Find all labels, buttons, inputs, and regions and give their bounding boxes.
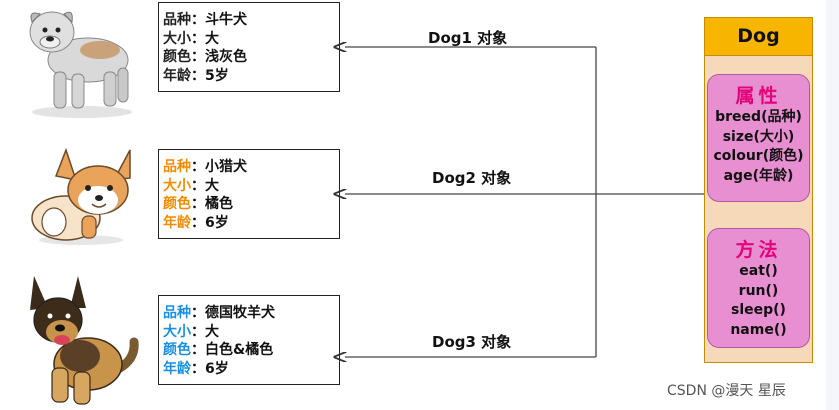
- size-key: 大小: [163, 323, 191, 340]
- dog1-age-row: 年龄：5岁: [163, 67, 339, 86]
- dog1-info-box: 品种：斗牛犬 大小：大 颜色：浅灰色 年龄：5岁: [158, 2, 340, 92]
- methods-section: 方法 eat() run() sleep() name(): [707, 228, 810, 348]
- dog1-breed-row: 品种：斗牛犬: [163, 11, 339, 30]
- breed-value: ：小猎犬: [191, 159, 247, 175]
- attributes-section: 属性 breed(品种) size(大小) colour(颜色) age(年龄): [707, 74, 810, 202]
- method-item: name(): [730, 321, 787, 338]
- dog1-object-label: Dog1 对象: [428, 29, 508, 47]
- age-key: 年龄: [163, 360, 191, 377]
- watermark: CSDN @漫天 星辰: [667, 383, 786, 399]
- size-value: ：大: [191, 30, 219, 47]
- method-item: run(): [738, 282, 779, 299]
- dog2-info-box: 品种：小猎犬 大小：大 颜色：橘色 年龄：6岁: [158, 149, 340, 239]
- attribute-item: age(年龄): [723, 167, 794, 184]
- age-key: 年龄: [163, 67, 191, 84]
- size-value: ：大: [191, 323, 219, 340]
- dog2-breed-row: 品种：小猎犬: [163, 158, 339, 177]
- dog3-size-row: 大小：大: [163, 323, 339, 342]
- color-key: 颜色: [163, 196, 191, 212]
- breed-key: 品种: [163, 305, 191, 321]
- size-key: 大小: [163, 177, 191, 194]
- attributes-title: 属性: [735, 85, 782, 107]
- dog2-size-row: 大小：大: [163, 177, 339, 196]
- color-value: ：白色&橘色: [191, 342, 274, 358]
- dog3-object-label: Dog3 对象: [432, 333, 512, 351]
- color-key: 颜色: [163, 49, 191, 65]
- breed-value: ：德国牧羊犬: [191, 305, 275, 321]
- dog1-size-row: 大小：大: [163, 30, 339, 49]
- color-value: ：浅灰色: [191, 49, 247, 65]
- german-shepherd-illustration: [30, 276, 139, 405]
- dog1-color-row: 颜色：浅灰色: [163, 48, 339, 67]
- corgi-illustration: [31, 147, 131, 245]
- dog3-color-row: 颜色：白色&橘色: [163, 341, 339, 360]
- color-key: 颜色: [163, 342, 191, 358]
- age-value: ：6岁: [191, 360, 229, 377]
- attribute-item: size(大小): [722, 128, 795, 145]
- method-item: eat(): [739, 263, 778, 279]
- dog3-breed-row: 品种：德国牧羊犬: [163, 304, 339, 323]
- breed-key: 品种: [163, 159, 191, 175]
- dog-class-box: Dog 属性 breed(品种) size(大小) colour(颜色) age…: [704, 17, 813, 363]
- color-value: ：橘色: [191, 196, 233, 212]
- methods-title: 方法: [735, 239, 782, 261]
- dog3-info-box: 品种：德国牧羊犬 大小：大 颜色：白色&橘色 年龄：6岁: [158, 295, 340, 385]
- dog3-age-row: 年龄：6岁: [163, 360, 339, 379]
- age-value: ：5岁: [191, 67, 229, 84]
- method-item: sleep(): [731, 302, 786, 318]
- class-name: Dog: [705, 18, 812, 56]
- attribute-item: colour(颜色): [713, 148, 804, 164]
- size-key: 大小: [163, 30, 191, 47]
- dog2-color-row: 颜色：橘色: [163, 195, 339, 214]
- age-key: 年龄: [163, 214, 191, 231]
- size-value: ：大: [191, 177, 219, 194]
- bulldog-illustration: [29, 11, 132, 118]
- age-value: ：6岁: [191, 214, 229, 231]
- dog2-object-label: Dog2 对象: [432, 169, 512, 187]
- dog2-age-row: 年龄：6岁: [163, 214, 339, 233]
- attribute-item: breed(品种): [715, 109, 802, 125]
- breed-value: ：斗牛犬: [191, 12, 247, 28]
- breed-key: 品种: [163, 12, 191, 28]
